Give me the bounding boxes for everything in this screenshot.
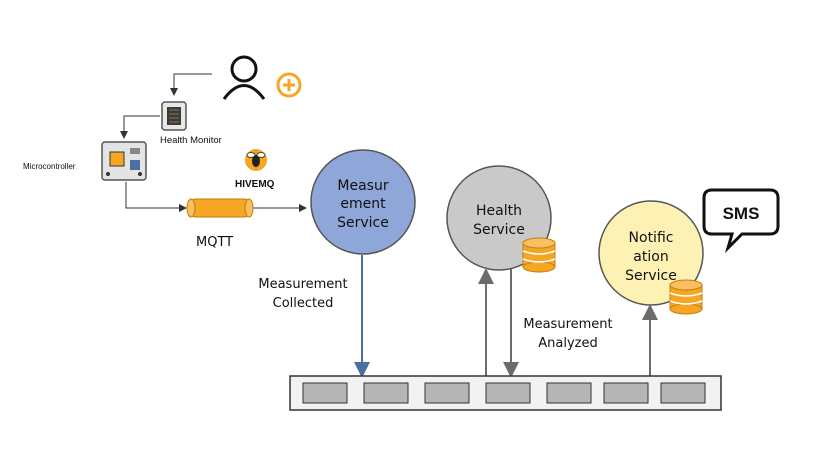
svg-text:Service: Service (473, 222, 525, 238)
user-to-monitor-arrow (170, 73, 212, 96)
hivemq-label: HIVEMQ (235, 179, 275, 190)
queue-slot (546, 382, 592, 404)
queue-slot (424, 382, 470, 404)
health-service-label: Health Service (473, 203, 525, 238)
queue-slot (660, 382, 706, 404)
mcu-to-mqtt-arrow (125, 182, 187, 212)
notification-service-label: Notific ation Service (625, 230, 677, 284)
sms-label: SMS (723, 204, 760, 223)
measurement-service-label: Measur ement Service (337, 178, 389, 231)
svg-text:ement: ement (340, 196, 386, 212)
database-icon (669, 279, 703, 315)
queue-slot (603, 382, 649, 404)
measurement-service-circle (310, 149, 416, 255)
board-icon (101, 141, 147, 181)
svg-text:Measurement: Measurement (258, 277, 347, 292)
database-icon (522, 237, 556, 273)
sms-bubble-icon: SMS (702, 188, 780, 254)
chip-icon (161, 101, 187, 131)
queue-slot (485, 382, 531, 404)
svg-text:Collected: Collected (273, 296, 334, 311)
plus-badge-icon (276, 72, 302, 98)
svg-text:Measur: Measur (337, 178, 388, 194)
svg-text:Service: Service (337, 215, 389, 231)
mqtt-pipe (186, 198, 254, 218)
svg-text:Measurement: Measurement (523, 317, 612, 332)
svg-text:ation: ation (633, 249, 668, 265)
measurement-collected-label: Measurement Collected (258, 277, 347, 311)
message-queue (289, 375, 722, 411)
health-monitor-label: Health Monitor (160, 135, 222, 146)
monitor-to-mcu-arrow (120, 115, 160, 139)
bee-icon (245, 149, 267, 171)
svg-text:Service: Service (625, 268, 677, 284)
svg-text:Analyzed: Analyzed (538, 336, 597, 351)
microcontroller-label: Microcontroller (23, 162, 76, 171)
queue-slot (302, 382, 348, 404)
queue-slot (363, 382, 409, 404)
svg-text:Health: Health (476, 203, 522, 219)
user-icon (222, 55, 266, 100)
measurement-analyzed-label: Measurement Analyzed (523, 317, 612, 351)
mqtt-label: MQTT (196, 235, 233, 250)
svg-text:Notific: Notific (629, 230, 674, 246)
